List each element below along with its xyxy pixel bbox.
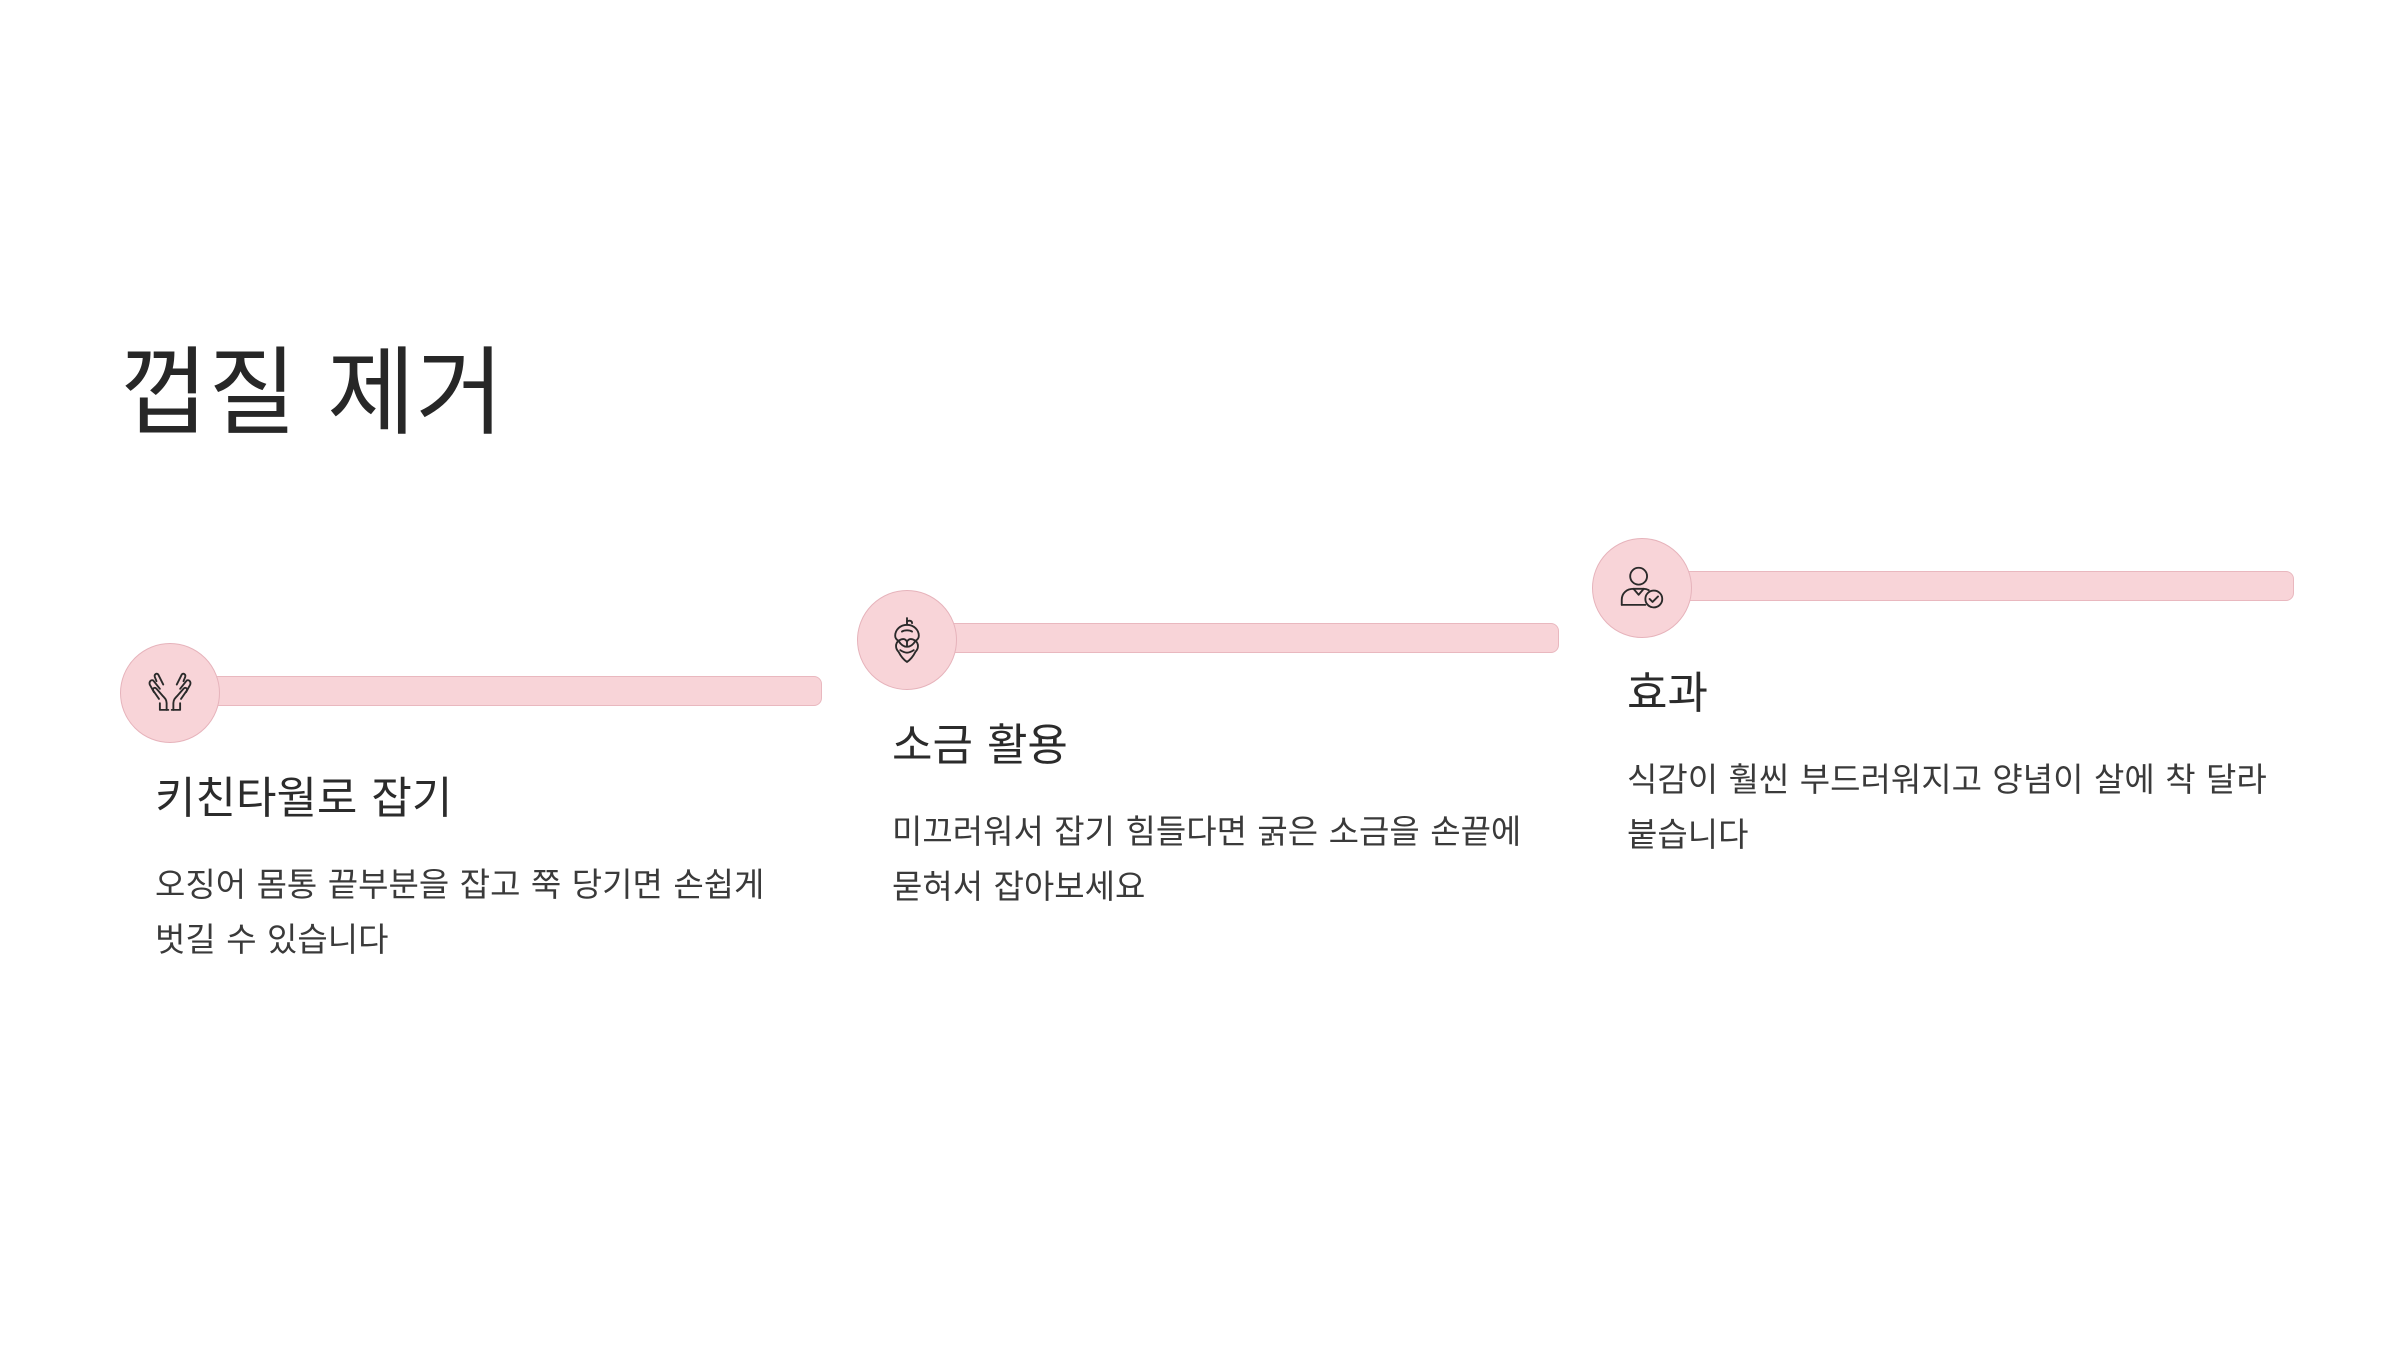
step-description: 오징어 몸통 끝부분을 잡고 쭉 당기면 손쉽게 벗길 수 있습니다	[155, 865, 765, 959]
step-card-2: 소금 활용 미끄러워서 잡기 힘들다면 굵은 소금을 손끝에 묻혀서 잡아보세요	[857, 590, 1577, 950]
step-card-3: 효과 식감이 훨씬 부드러워지고 양념이 살에 착 달라붙습니다	[1592, 538, 2312, 898]
step-description: 미끄러워서 잡기 힘들다면 굵은 소금을 손끝에 묻혀서 잡아보세요	[892, 812, 1522, 906]
step-icon-circle	[1592, 538, 1692, 638]
step-description: 식감이 훨씬 부드러워지고 양념이 살에 착 달라붙습니다	[1627, 760, 2267, 854]
step-heading: 효과	[1627, 668, 1708, 719]
step-bar	[210, 676, 822, 706]
hop-cone-icon	[894, 617, 920, 663]
step-heading: 소금 활용	[892, 720, 1068, 771]
step-heading: 키친타월로 잡기	[155, 773, 453, 824]
step-bar	[1682, 571, 2294, 601]
step-icon-circle	[120, 643, 220, 743]
step-bar	[947, 623, 1559, 653]
step-card-1: 키친타월로 잡기 오징어 몸통 끝부분을 잡고 쭉 당기면 손쉽게 벗길 수 있…	[120, 643, 840, 1003]
step-icon-circle	[857, 590, 957, 690]
page-title: 껍질 제거	[120, 337, 504, 449]
open-hands-icon	[148, 672, 192, 711]
user-check-icon	[1620, 566, 1664, 609]
